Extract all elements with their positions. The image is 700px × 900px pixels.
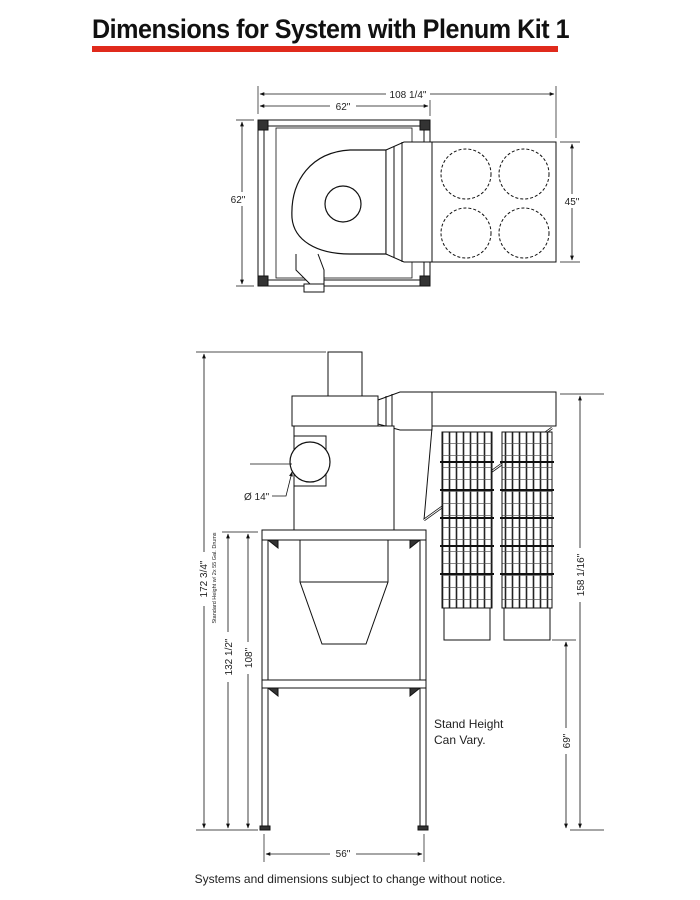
label-plenum-depth: 45": [565, 197, 580, 208]
label-overall-width: 108 1/4": [390, 90, 427, 101]
stand-top-platform: [261, 529, 427, 541]
label-inlet-diameter: Ø 14": [244, 492, 270, 503]
filter-cartridge-left: [441, 431, 493, 609]
cyclone-cone: [299, 539, 389, 645]
label-height-132: 132 1/2": [224, 638, 235, 675]
title-underline: [92, 46, 558, 52]
blower-housing: [291, 395, 379, 427]
drum-left: [443, 607, 491, 641]
label-overall-height: 172 3/4": [199, 560, 210, 597]
label-standard-height-note: Standard Height w/ 2x 55 Gal. Drums: [212, 532, 218, 623]
label-filter-height: 158 1/16": [576, 553, 587, 596]
drum-right: [503, 607, 551, 641]
fan-inlet-circle: [324, 185, 362, 223]
motor: [327, 351, 363, 397]
label-height-108: 108": [244, 647, 255, 668]
side-view: [196, 351, 604, 862]
filter-cartridge-right: [501, 431, 553, 609]
label-stand-depth: 62": [231, 195, 246, 206]
label-stand-width: 62": [336, 102, 351, 113]
stand-mid-rail: [261, 679, 427, 689]
plenum-side: [431, 391, 557, 427]
plenum-box: [431, 141, 557, 263]
label-base-width: 56": [336, 849, 351, 860]
disclaimer-footer: Systems and dimensions subject to change…: [194, 872, 506, 886]
stand-note-line2: Can Vary.: [434, 733, 486, 747]
page-title: Dimensions for System with Plenum Kit 1: [92, 14, 570, 44]
top-view: [226, 86, 584, 293]
filter-circles: [440, 148, 550, 259]
stand-note-line1: Stand Height: [434, 717, 504, 731]
label-stand-height-69: 69": [562, 733, 573, 748]
